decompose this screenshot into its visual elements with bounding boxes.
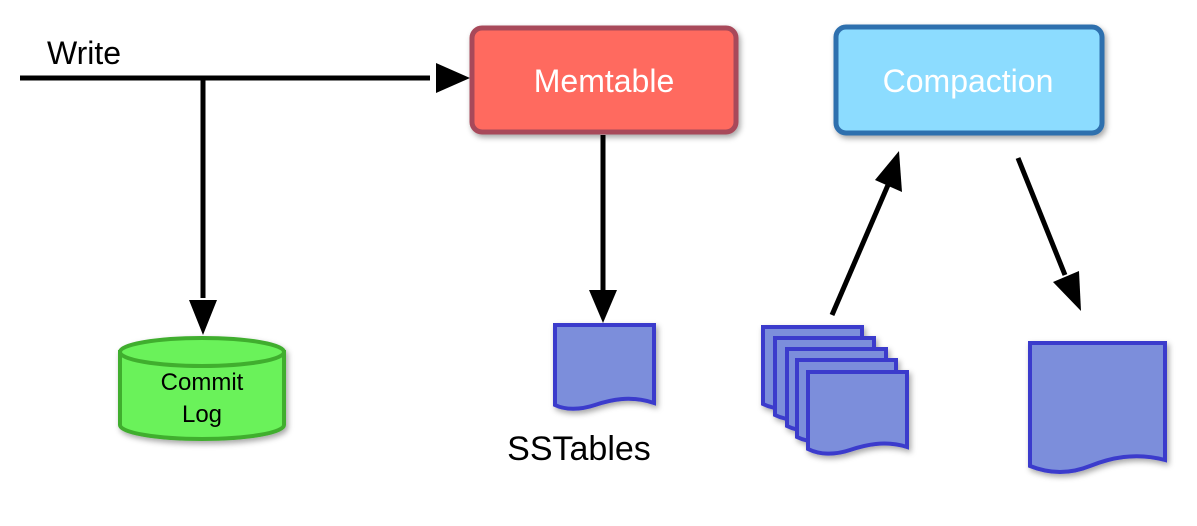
compaction-output-arrow: [1015, 157, 1081, 311]
memtable-label: Memtable: [534, 63, 675, 99]
commit-log-cylinder: [118, 336, 286, 441]
merged-sstable-document: [1028, 341, 1167, 474]
write-arrow: [20, 63, 470, 93]
sstable-document: [553, 323, 656, 411]
commit-log-label-line2: Log: [182, 401, 222, 428]
commit-log-label-line1: Commit: [161, 369, 244, 396]
memtable-box: [469, 25, 739, 135]
compaction-box: [833, 24, 1105, 136]
compaction-label: Compaction: [883, 63, 1054, 99]
compaction-input-arrow: [829, 151, 902, 316]
flush-arrow: [589, 135, 617, 323]
sstable-stack: [761, 325, 909, 456]
sstables-label: SSTables: [507, 430, 651, 468]
commit-log-arrow: [189, 78, 217, 335]
write-label: Write: [47, 35, 121, 71]
